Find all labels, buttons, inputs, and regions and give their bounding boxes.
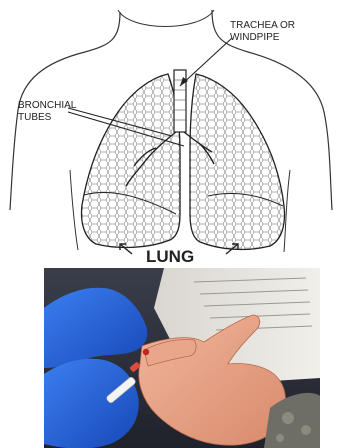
neck-outline: [118, 10, 214, 27]
label-bronchial-line1: BRONCHIAL: [18, 100, 77, 111]
arm-line-left: [70, 170, 78, 250]
label-bronchial-line2: TUBES: [18, 112, 52, 123]
blood-drop: [143, 349, 149, 355]
finger-prick-illustration: [44, 268, 320, 448]
left-lung: [82, 74, 180, 247]
lung-diagram: TRACHEA OR WINDPIPE BRONCHIAL TUBES LUNG: [0, 0, 342, 262]
gloved-hand-lower: [44, 359, 139, 448]
label-lung: LUNG: [146, 247, 194, 262]
label-trachea-line1: TRACHEA OR: [230, 20, 295, 31]
right-lung: [190, 74, 284, 249]
finger-prick-photo: [44, 268, 320, 448]
label-trachea-line2: WINDPIPE: [230, 32, 280, 43]
